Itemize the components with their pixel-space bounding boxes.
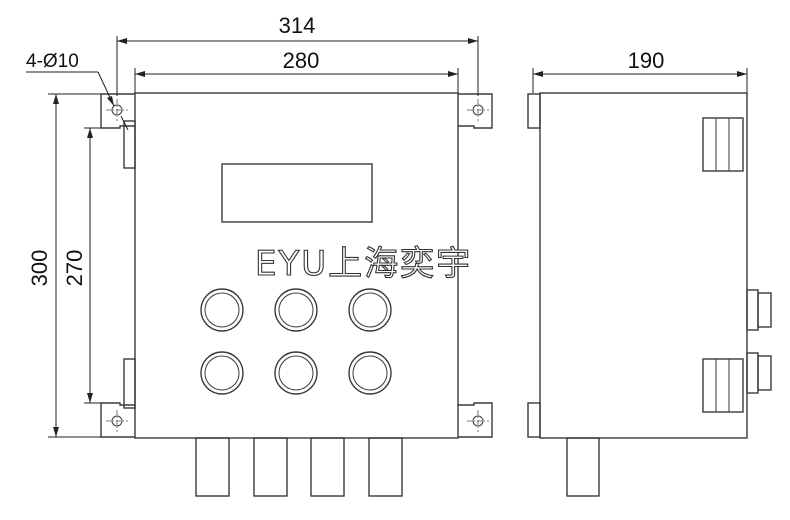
front-view bbox=[100, 92, 493, 497]
dimension-280-label: 280 bbox=[283, 48, 320, 73]
mounting-hole-top-left bbox=[106, 99, 128, 121]
dimension-280: 280 bbox=[134, 48, 459, 93]
hinge-lower bbox=[123, 358, 136, 409]
side-hinge-lower bbox=[702, 358, 744, 413]
bracket-top-left bbox=[100, 93, 135, 129]
display-window bbox=[221, 163, 373, 223]
push-button bbox=[274, 288, 318, 332]
front-enclosure-body bbox=[134, 92, 459, 439]
side-hinge-upper bbox=[702, 117, 744, 172]
side-button-profile-upper bbox=[746, 289, 772, 331]
cable-gland bbox=[368, 437, 403, 497]
bracket-bottom-right bbox=[458, 402, 493, 438]
push-button bbox=[348, 351, 392, 395]
push-button bbox=[200, 351, 244, 395]
side-view bbox=[527, 92, 772, 497]
dimension-300-label: 300 bbox=[27, 250, 52, 287]
mounting-hole-bottom-right bbox=[467, 410, 489, 432]
cable-gland bbox=[253, 437, 288, 497]
push-button bbox=[200, 288, 244, 332]
watermark: EYU上海奕宇 bbox=[255, 244, 472, 284]
mounting-hole-label: 4-Ø10 bbox=[26, 51, 79, 72]
mounting-hole-callout: 4-Ø10 bbox=[26, 51, 129, 131]
cable-gland bbox=[310, 437, 345, 497]
dimension-300: 300 bbox=[27, 93, 101, 438]
side-cable-gland bbox=[566, 437, 600, 497]
dimension-270: 270 bbox=[62, 127, 101, 404]
dimension-190-label: 190 bbox=[628, 48, 665, 73]
mounting-hole-top-right bbox=[467, 99, 489, 121]
dimension-314-label: 314 bbox=[279, 13, 316, 38]
side-bracket-top bbox=[527, 93, 541, 129]
bracket-bottom-left bbox=[100, 402, 135, 438]
side-button-profile-lower bbox=[746, 352, 772, 394]
side-bracket-bottom bbox=[527, 402, 541, 438]
hinge-upper bbox=[123, 120, 136, 169]
bracket-top-right bbox=[458, 93, 493, 129]
dimension-314: 314 bbox=[116, 13, 479, 96]
side-enclosure-body bbox=[539, 92, 748, 439]
mounting-hole-bottom-left bbox=[106, 410, 128, 432]
dimension-270-label: 270 bbox=[62, 250, 87, 287]
push-button bbox=[348, 288, 392, 332]
cable-gland bbox=[195, 437, 230, 497]
push-button bbox=[274, 351, 318, 395]
dimension-190: 190 bbox=[532, 48, 748, 93]
